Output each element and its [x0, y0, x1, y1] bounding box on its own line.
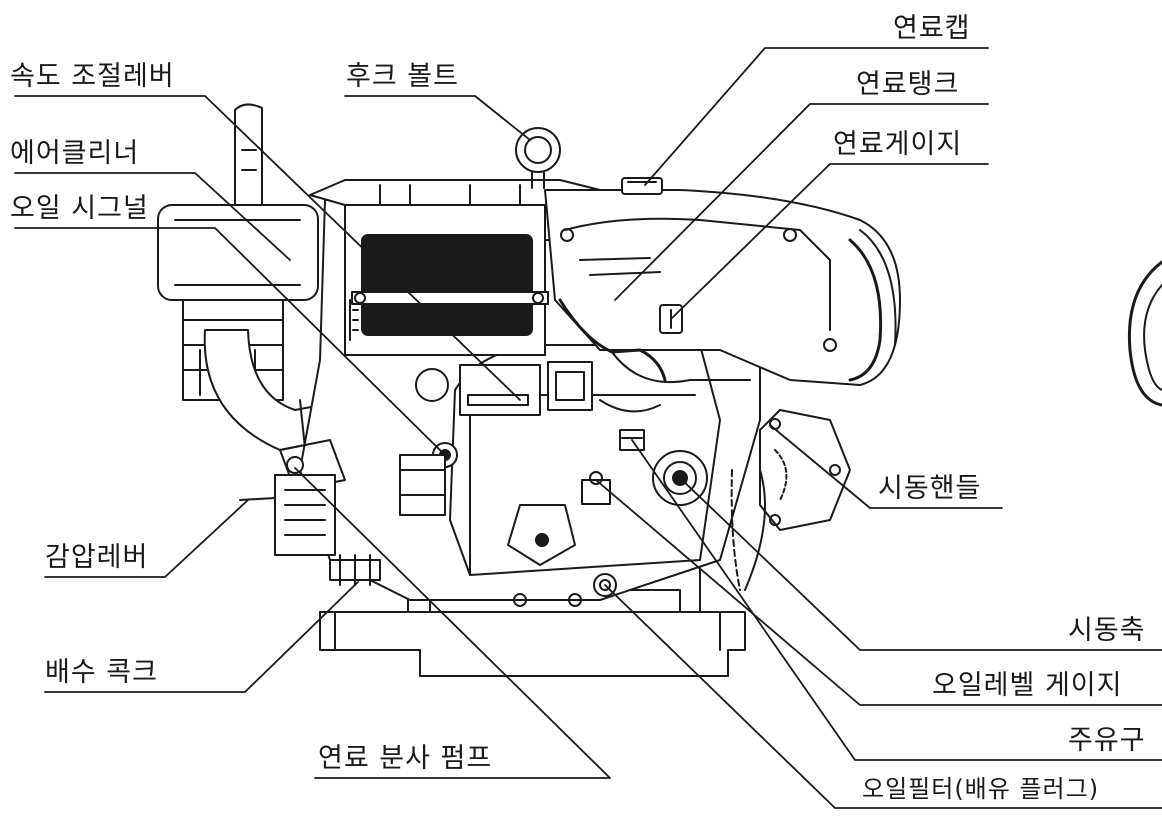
drive-belt: [730, 469, 766, 591]
side-flywheel: [1127, 260, 1162, 407]
label-oil-signal: 오일 시그널: [10, 193, 149, 224]
label-air-cleaner: 에어클리너: [10, 138, 140, 169]
label-fuel-cap: 연료캡: [893, 13, 971, 44]
label-decomp-lever: 감압레버: [45, 542, 149, 573]
label-drain-cock: 배수 콕크: [45, 657, 158, 688]
label-oil-filler: 주유구: [1068, 725, 1146, 756]
fuel-gauge: [659, 304, 683, 334]
radiator: [344, 204, 549, 356]
exhaust-pipe: [234, 103, 263, 206]
fuel-lines: [558, 298, 751, 413]
leader-lines: [14, 47, 1162, 809]
label-oil-level-gauge: 오일레벨 게이지: [932, 670, 1123, 701]
label-start-shaft: 시동축: [1068, 615, 1146, 646]
fuel-cap: [621, 177, 663, 195]
label-fuel-gauge: 연료게이지: [833, 129, 963, 160]
injection-pump: [279, 439, 458, 586]
start-handle-flange: [759, 409, 851, 531]
label-injection-pump: 연료 분사 펌프: [318, 743, 493, 774]
label-hook-bolt: 후크 볼트: [346, 61, 459, 92]
label-start-handle: 시동핸들: [878, 473, 982, 504]
hook-bolt: [515, 127, 561, 189]
fuel-tank-body: [544, 189, 901, 386]
label-speed-lever: 속도 조절레버: [10, 61, 175, 92]
label-fuel-tank: 연료탱크: [856, 69, 960, 100]
control-panel: [459, 361, 593, 416]
label-oil-filter: 오일필터(배유 플러그): [862, 775, 1100, 803]
decomp-lever: [239, 474, 336, 556]
